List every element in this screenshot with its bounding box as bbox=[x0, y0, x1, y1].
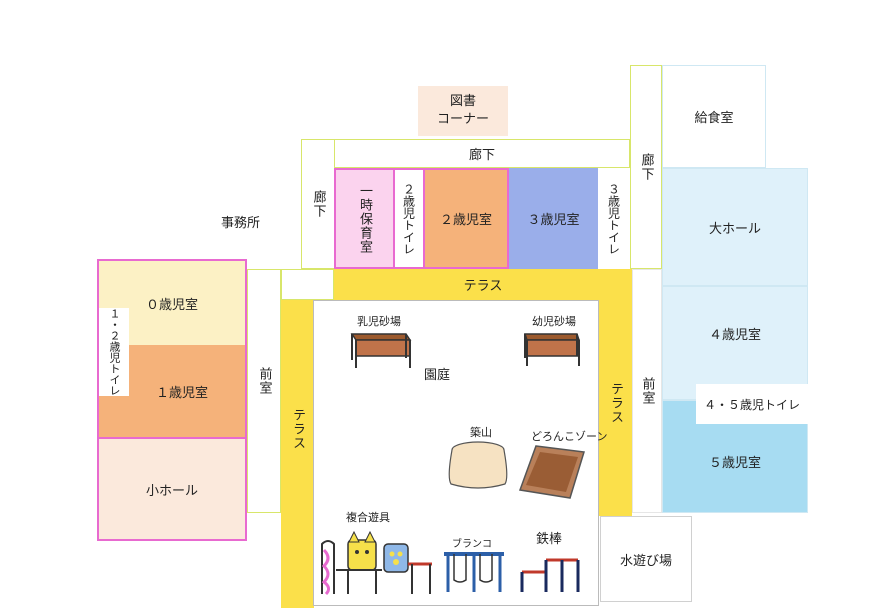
terrace-right-label: テラス bbox=[608, 382, 623, 424]
anteroom-right: 前室 bbox=[632, 269, 662, 513]
room-2yr-label: ２歳児室 bbox=[439, 213, 492, 228]
corridor-top-label: 廊下 bbox=[468, 148, 495, 163]
temp-care-label: 一時保育室 bbox=[357, 183, 372, 254]
kitchen-label: 給食室 bbox=[694, 111, 734, 126]
corridor-right-label: 廊下 bbox=[638, 153, 654, 181]
small-hall: 小ホール bbox=[97, 437, 247, 541]
terrace-left-label: テラス bbox=[290, 408, 305, 450]
toilet-3yr-label: ３歳児トイレ bbox=[606, 182, 621, 255]
corridor-top: 廊下 bbox=[334, 139, 630, 168]
combo-play-caption: 複合遊具 bbox=[346, 511, 390, 524]
terrace-left: テラス bbox=[281, 300, 314, 608]
water-play: 水遊び場 bbox=[600, 516, 692, 602]
toilet-3yr: ３歳児トイレ bbox=[598, 168, 630, 269]
terrace-corner bbox=[281, 269, 334, 300]
room-3yr: ３歳児室 bbox=[509, 168, 598, 269]
hill-caption: 築山 bbox=[470, 426, 492, 439]
room-3yr-label: ３歳児室 bbox=[527, 213, 580, 228]
big-hall: 大ホール bbox=[662, 168, 808, 286]
toilet-12yr-label: １・２歳児トイレ bbox=[108, 308, 121, 396]
combo-play-icon bbox=[321, 530, 432, 596]
office-label: 事務所 bbox=[221, 216, 261, 231]
hill-icon bbox=[448, 441, 508, 489]
room-4yr-label: ４歳児室 bbox=[708, 327, 761, 343]
water-play-label: 水遊び場 bbox=[619, 553, 672, 569]
bar-caption: 鉄棒 bbox=[536, 532, 563, 547]
temp-care-room: 一時保育室 bbox=[334, 168, 395, 269]
corridor-left-label: 廊下 bbox=[310, 190, 326, 218]
toilet-2yr-label: ２歳児トイレ bbox=[401, 182, 416, 255]
anteroom-left-label: 前室 bbox=[256, 367, 272, 395]
big-hall-label: 大ホール bbox=[708, 221, 761, 237]
room-2yr: ２歳児室 bbox=[423, 168, 509, 269]
room-5yr-label: ５歳児室 bbox=[708, 456, 761, 471]
toilet-2yr: ２歳児トイレ bbox=[395, 168, 423, 269]
toilet-45yr-label: ４・５歳児トイレ bbox=[703, 397, 800, 412]
infant-sandbox-icon bbox=[350, 333, 412, 368]
terrace-top: テラス bbox=[334, 269, 632, 300]
toilet-12yr: １・２歳児トイレ bbox=[99, 308, 129, 396]
toddler-sandbox-caption: 幼児砂場 bbox=[532, 315, 576, 328]
corridor-left: 廊下 bbox=[301, 139, 335, 269]
garden-label: 園庭 bbox=[424, 368, 451, 383]
small-hall-label: 小ホール bbox=[145, 483, 198, 499]
corridor-right: 廊下 bbox=[630, 65, 662, 269]
anteroom-left: 前室 bbox=[247, 269, 281, 513]
library-label: 図書 コーナー bbox=[436, 94, 489, 127]
mud-zone-icon bbox=[518, 445, 585, 499]
bar-icon bbox=[520, 558, 580, 592]
mud-zone-caption: どろんこゾーン bbox=[531, 430, 608, 443]
room-4yr: ４歳児室 bbox=[662, 286, 808, 400]
terrace-top-label: テラス bbox=[463, 279, 503, 294]
library-corner: 図書 コーナー bbox=[418, 86, 508, 136]
toilet-45yr: ４・５歳児トイレ bbox=[696, 384, 808, 424]
swing-icon bbox=[444, 552, 504, 592]
terrace-right: テラス bbox=[599, 300, 632, 516]
kitchen: 給食室 bbox=[662, 65, 766, 168]
swing-caption: ブランコ bbox=[452, 539, 492, 550]
anteroom-right-label: 前室 bbox=[639, 377, 655, 405]
toddler-sandbox-icon bbox=[523, 333, 581, 366]
infant-sandbox-caption: 乳児砂場 bbox=[357, 315, 401, 328]
room-1yr-label: １歳児室 bbox=[155, 385, 208, 401]
room-0yr-label: ０歳児室 bbox=[145, 297, 198, 313]
